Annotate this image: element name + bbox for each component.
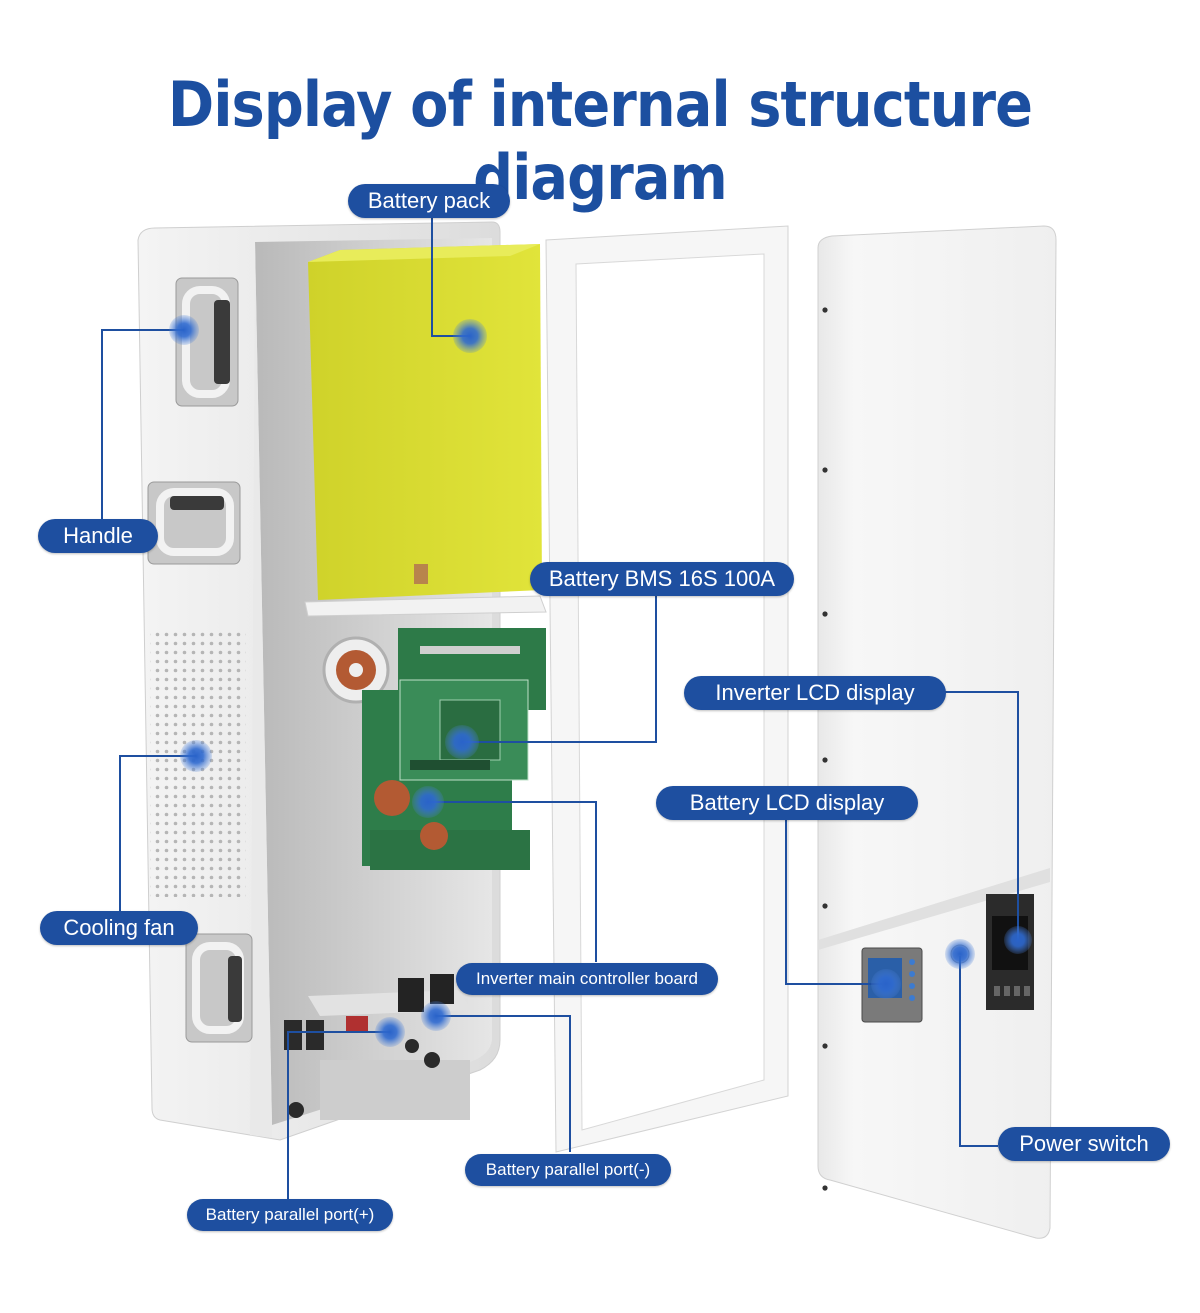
callout-battery-lcd: Battery LCD display [656, 786, 918, 820]
handle-middle [147, 481, 241, 565]
terminal-area [284, 974, 470, 1120]
callout-inverter-board: Inverter main controller board [456, 963, 718, 995]
callout-inverter-lcd: Inverter LCD display [684, 676, 946, 710]
callout-port-minus: Battery parallel port(-) [465, 1154, 671, 1186]
leader-lines [101, 218, 1019, 1200]
callout-cooling-fan: Cooling fan [40, 911, 198, 945]
callout-power-switch: Power switch [998, 1127, 1170, 1161]
highlight-dots [169, 315, 1032, 1047]
front-frame [545, 225, 789, 1153]
callout-battery-pack: Battery pack [348, 184, 510, 218]
handle-bottom [185, 933, 253, 1043]
callout-port-plus: Battery parallel port(+) [187, 1199, 393, 1231]
inverter-electronics [322, 628, 546, 870]
page-title: Display of internal structure diagram [167, 68, 1033, 214]
callout-handle: Handle [38, 519, 158, 553]
front-panel [817, 225, 1057, 1239]
callout-battery-bms: Battery BMS 16S 100A [530, 562, 794, 596]
